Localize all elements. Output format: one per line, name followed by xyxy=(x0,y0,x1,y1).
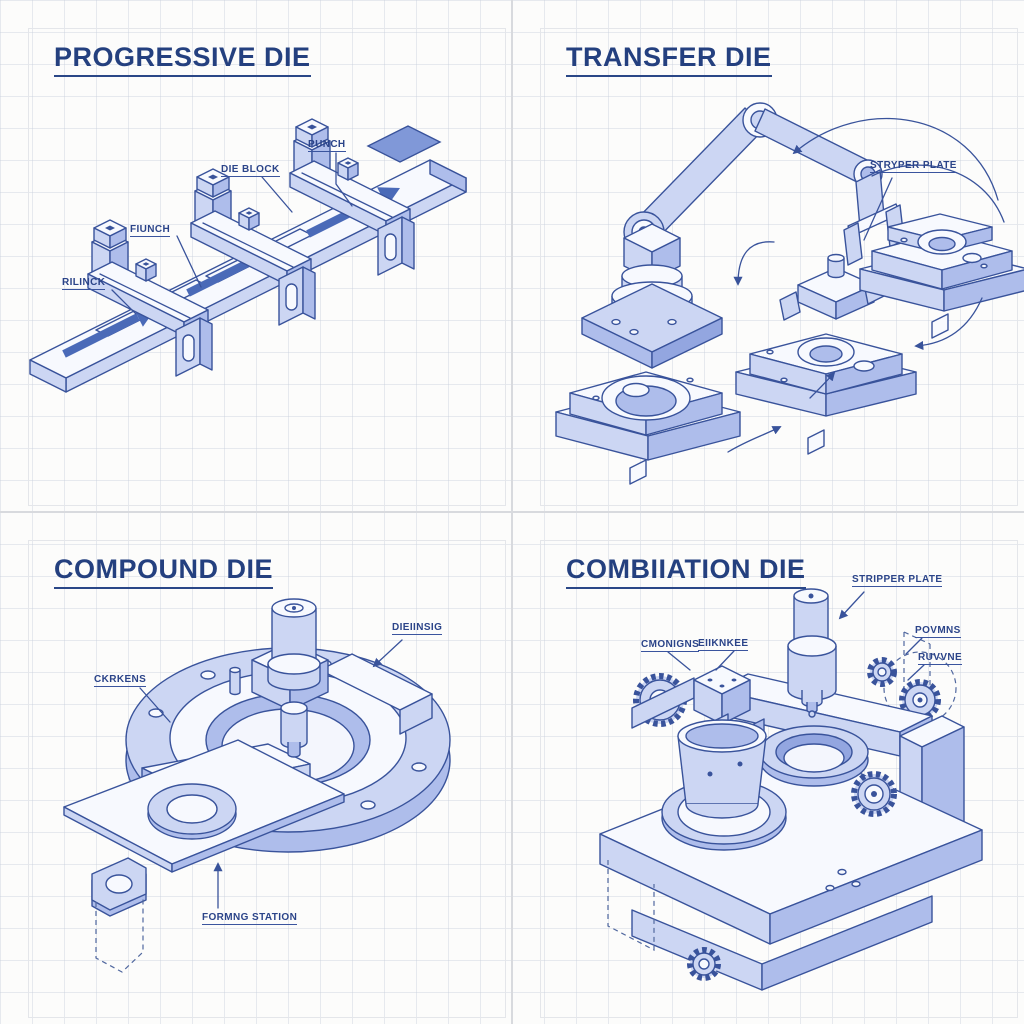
combination-die-illustration xyxy=(599,588,983,991)
progressive-die-title: PROGRESSIVE DIE xyxy=(54,42,311,77)
quadrant-combination-die: COMBIIATION DIE xyxy=(512,512,1024,1024)
label-eiiknkee: EIIKNKEE xyxy=(698,638,749,651)
label-formng-station: FORMNG STATION xyxy=(202,912,298,925)
quadrant-divider-horizontal xyxy=(0,511,1024,513)
compound-die-title: COMPOUND DIE xyxy=(54,554,274,589)
label-punch: PUNCH xyxy=(308,139,346,152)
label-ruvvne: RUVVNE xyxy=(918,652,963,665)
gear-front-right xyxy=(851,771,897,817)
main-punch xyxy=(787,588,837,718)
right-ring-cavity xyxy=(759,725,869,787)
gear-right xyxy=(899,679,941,721)
transfer-die-illustration xyxy=(554,102,1024,485)
label-povmns: POVMNS xyxy=(915,625,961,638)
label-cmonigns: CMONIGNS xyxy=(641,639,700,652)
label-stripper-plate: STRIPPER PLATE xyxy=(852,574,943,587)
stamped-blank xyxy=(91,857,147,973)
combination-die-title: COMBIIATION DIE xyxy=(566,554,806,589)
station-left xyxy=(554,370,742,485)
robot-arm xyxy=(581,102,905,369)
callout-leaders xyxy=(863,177,893,241)
progressive-die-illustration xyxy=(29,118,467,393)
callout-leaders xyxy=(139,639,403,909)
callout-leaders xyxy=(667,591,925,681)
left-cup-station xyxy=(661,719,787,851)
transfer-die-title: TRANSFER DIE xyxy=(566,42,772,77)
label-rilinck: RILINCK xyxy=(62,277,106,290)
compound-die-illustration xyxy=(63,598,451,973)
sheet-plate xyxy=(63,739,345,873)
punch-assembly xyxy=(251,598,433,758)
callout-leaders xyxy=(111,152,353,315)
label-fiunch: FIUNCH xyxy=(130,224,171,237)
station-right xyxy=(858,213,1024,339)
quadrant-compound-die: COMPOUND DIE xyxy=(0,512,512,1024)
gear-top-right xyxy=(867,657,897,687)
label-stryper-plate: STRYPER PLATE xyxy=(870,160,957,173)
label-die-block: DIE BLOCK xyxy=(221,164,280,177)
transfer-arrows xyxy=(727,117,1005,453)
quadrant-transfer-die: TRANSFER DIE xyxy=(512,0,1024,512)
dashed-outline-left xyxy=(607,860,655,951)
gear-bottom xyxy=(687,947,721,981)
quadrant-progressive-die: PROGRESSIVE DIE PUNCH DIE BLOCK xyxy=(0,0,512,512)
label-ckrkens: CKRKENS xyxy=(94,674,147,687)
label-dieiinsig: DIEIINSIG xyxy=(392,622,443,635)
